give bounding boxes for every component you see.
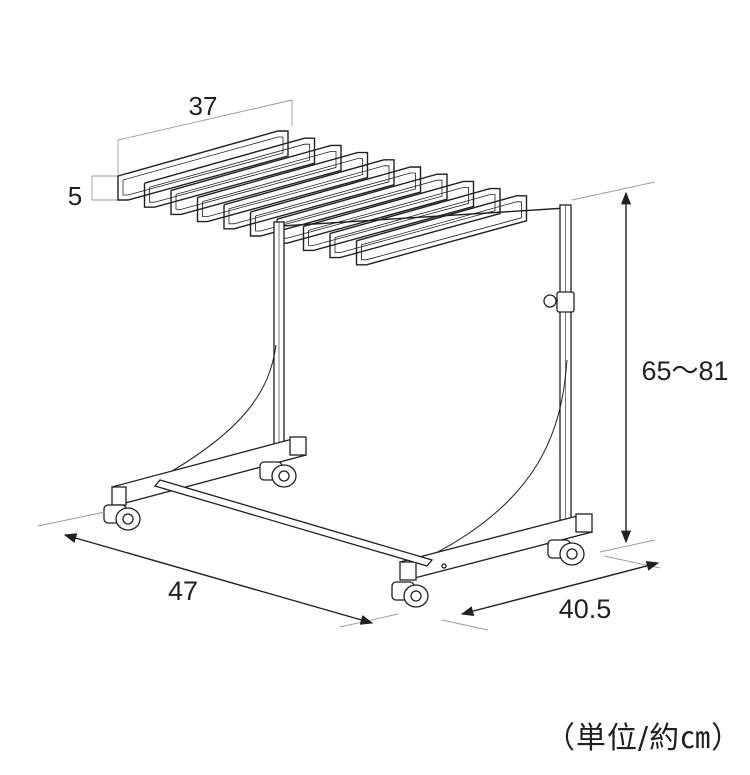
hanger-bar-inner — [228, 165, 390, 225]
hanger-bar — [143, 137, 316, 208]
hanger-bar-inner — [308, 186, 469, 246]
hanger-bar-inner — [149, 143, 310, 203]
overall-width-label: 47 — [168, 576, 198, 606]
base-frame — [111, 436, 593, 581]
unit-note: （単位/約㎝） — [545, 721, 743, 756]
hanger-bar — [355, 195, 528, 266]
height-dimension — [571, 181, 656, 553]
depth-dimension — [441, 555, 661, 631]
width-dimension — [37, 511, 399, 628]
hanger-bar — [196, 151, 369, 223]
hanger-bar-inner — [361, 201, 522, 261]
hanger-width-label: 37 — [189, 91, 218, 121]
hanger-bar — [302, 180, 475, 252]
poles — [273, 204, 575, 521]
casters — [103, 461, 585, 608]
hanger-rail — [281, 207, 567, 227]
hanger-bar — [170, 144, 342, 216]
hanger-bars — [117, 130, 567, 266]
hanger-bar — [117, 130, 289, 201]
support-wires — [159, 344, 568, 557]
hanger-bar — [223, 159, 395, 230]
overall-depth-label: 40.5 — [559, 594, 612, 624]
hanger-bar-inner — [122, 136, 284, 196]
hanger-bar-inner — [202, 158, 363, 218]
overall-height-label: 65～81 — [641, 356, 728, 386]
hanger-height-label: 5 — [68, 181, 82, 211]
hanger-bar-inner — [175, 150, 337, 210]
hanger-bar-inner — [255, 172, 416, 232]
hanger-bar-inner — [334, 194, 496, 254]
hanger-bar — [249, 166, 422, 237]
hanger-bar — [329, 187, 501, 259]
